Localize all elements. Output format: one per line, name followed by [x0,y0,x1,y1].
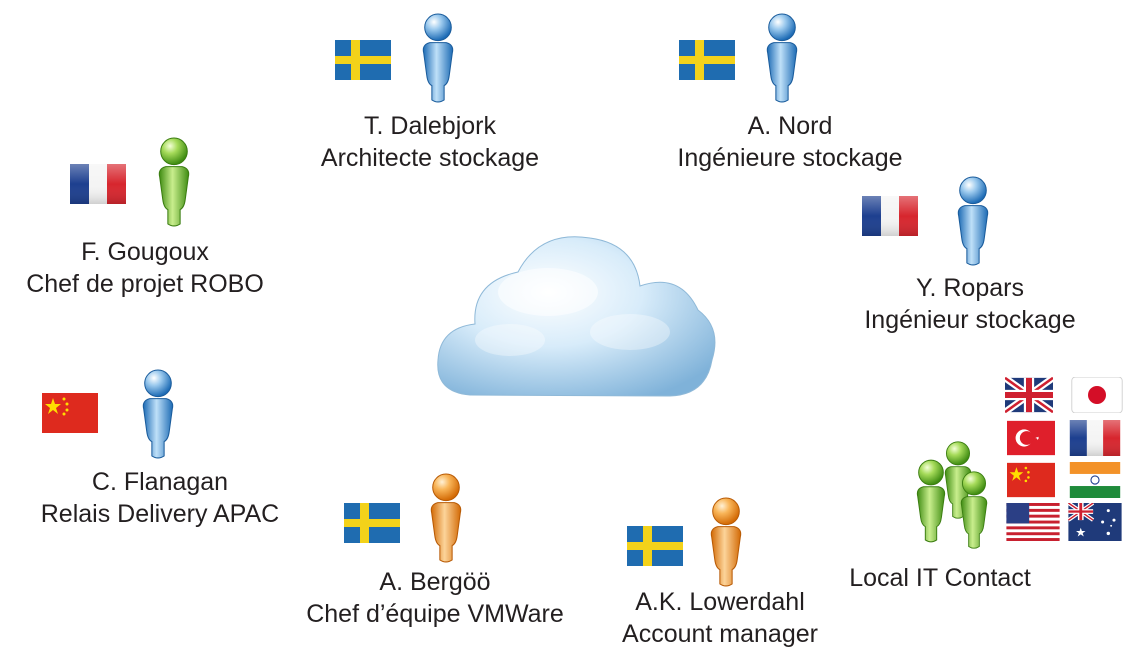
sweden-flag-icon [344,503,400,543]
uk-flag-icon [1005,377,1053,413]
sweden-flag-icon [627,526,683,566]
team-member-gougoux: F. Gougoux Chef de projet ROBO [0,236,290,300]
people-group-icon [910,440,1010,560]
member-role: Ingénieure stockage [677,144,903,172]
member-name: A. Bergöö [379,568,491,596]
china-flag-icon [1007,462,1055,498]
member-role: Relais Delivery APAC [40,500,280,528]
france-flag-icon [1068,420,1122,456]
person-orange-icon [425,472,467,564]
team-member-lowerdahl: A.K. Lowerdahl Account manager [570,586,870,650]
member-name: A. Nord [747,112,833,140]
person-orange-icon [705,496,747,588]
member-role: Ingénieur stockage [864,306,1076,334]
member-name: F. Gougoux [81,238,209,266]
member-name: A.K. Lowerdahl [635,588,805,616]
australia-flag-icon [1066,503,1124,541]
team-member-dalebjork: T. Dalebjork Architecte stockage [280,110,580,174]
person-blue-icon [137,368,179,460]
member-role: Chef d’équipe VMWare [306,600,564,628]
cloud-icon [430,220,720,420]
member-role: Account manager [622,620,818,648]
member-name: Y. Ropars [916,274,1024,302]
france-flag-icon [70,164,126,204]
france-flag-icon [862,196,918,236]
sweden-flag-icon [335,40,391,80]
person-blue-icon [417,12,459,104]
india-flag-icon [1068,462,1122,498]
sweden-flag-icon [679,40,735,80]
turkey-flag-icon [1007,420,1055,456]
usa-flag-icon [1003,503,1063,541]
team-member-nord: A. Nord Ingénieure stockage [640,110,940,174]
local-it-contact-label: Local IT Contact [849,564,1031,592]
japan-flag-icon [1070,377,1124,413]
member-name: C. Flanagan [91,468,229,496]
member-name: T. Dalebjork [364,112,496,140]
person-blue-icon [761,12,803,104]
china-flag-icon [42,393,98,433]
person-green-icon [153,136,195,228]
member-role: Chef de projet ROBO [26,270,264,298]
team-member-ropars: Y. Ropars Ingénieur stockage [820,272,1120,336]
team-member-flanagan: C. Flanagan Relais Delivery APAC [10,466,310,530]
team-member-bergoo: A. Bergöö Chef d’équipe VMWare [285,566,585,630]
member-role: Architecte stockage [320,144,540,172]
person-blue-icon [952,175,994,267]
